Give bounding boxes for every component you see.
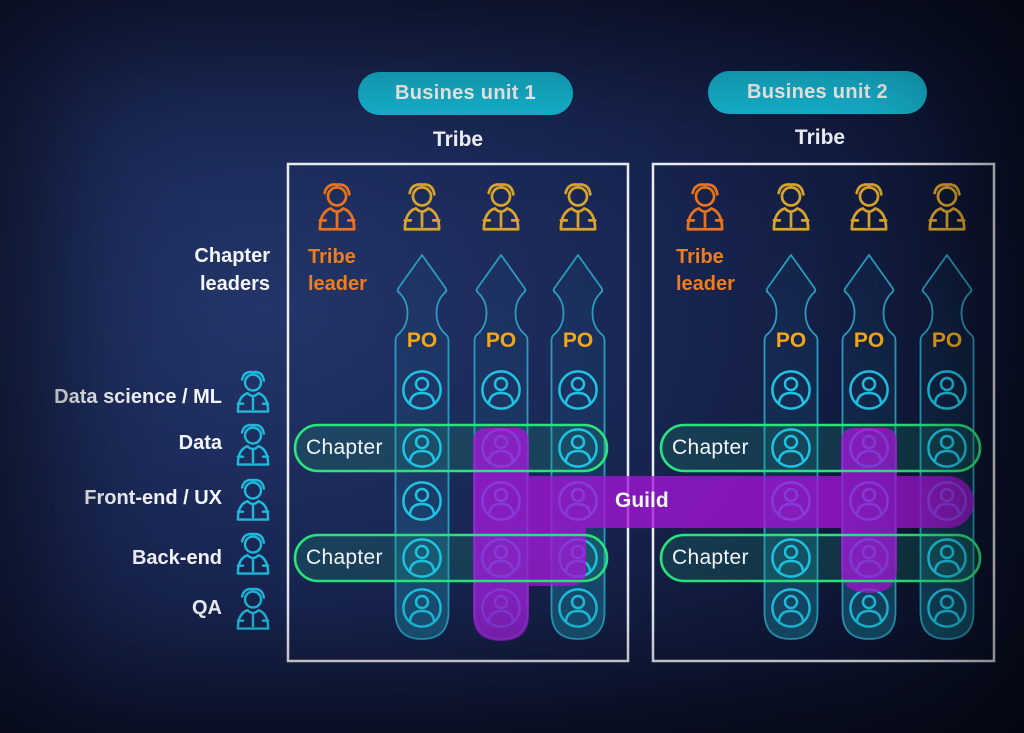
business-unit-1-label: Busines unit 1	[395, 82, 536, 104]
po-label: PO	[406, 329, 438, 352]
chapter-bar	[659, 533, 982, 583]
guild-vertical-band-2	[841, 428, 897, 593]
chapter-bar	[293, 423, 609, 473]
tribe-title-2: Tribe	[794, 126, 846, 149]
tribe-top-icons	[318, 183, 966, 231]
tribe-leader-label-2: Tribe leader	[676, 246, 735, 295]
guild-label: Guild	[615, 489, 669, 512]
chapter-leader-person-icon	[772, 183, 810, 231]
po-label: PO	[853, 329, 885, 352]
business-unit-1-pill: Busines unit 1	[358, 72, 573, 115]
chapter-label: Chapter	[672, 546, 749, 569]
po-label: PO	[485, 329, 517, 352]
po-label: PO	[562, 329, 594, 352]
chapter-leader-person-icon	[850, 183, 888, 231]
person-icon	[236, 587, 270, 630]
role-icons	[236, 370, 270, 630]
chapter-bar	[293, 533, 609, 583]
chapter-bar	[659, 423, 982, 473]
role-label-data-science: Data science / ML	[54, 386, 222, 408]
guild-elbow	[500, 500, 586, 586]
tribe-box-2	[651, 162, 996, 663]
po-label: PO	[931, 329, 963, 352]
role-label-frontend: Front-end / UX	[84, 487, 222, 509]
person-icon	[236, 532, 270, 575]
chapter-leaders-label: Chapter leaders	[194, 245, 270, 295]
chapter-bar-outlines	[293, 423, 982, 583]
business-unit-2-pill: Busines unit 2	[708, 71, 927, 114]
business-unit-2-label: Busines unit 2	[747, 81, 888, 103]
chapter-label: Chapter	[306, 436, 383, 459]
chapter-leader-person-icon	[559, 183, 597, 231]
role-label-qa: QA	[192, 597, 222, 619]
person-icon	[236, 370, 270, 413]
tribe-title-1: Tribe	[432, 128, 484, 151]
person-icon	[236, 478, 270, 521]
chapter-leader-person-icon	[403, 183, 441, 231]
role-label-backend: Back-end	[131, 547, 222, 569]
tribe-leader-person-icon	[686, 183, 724, 231]
chapter-label: Chapter	[672, 436, 749, 459]
tribe-leader-person-icon	[318, 183, 356, 231]
tribe-leader-label-1: Tribe leader	[308, 246, 367, 295]
po-label: PO	[775, 329, 807, 352]
tribe-box-1	[286, 162, 630, 663]
role-label-data: Data	[178, 432, 222, 454]
chapter-leader-person-icon	[482, 183, 520, 231]
chapter-leader-person-icon	[928, 183, 966, 231]
person-icon	[236, 423, 270, 466]
chapter-label: Chapter	[306, 546, 383, 569]
